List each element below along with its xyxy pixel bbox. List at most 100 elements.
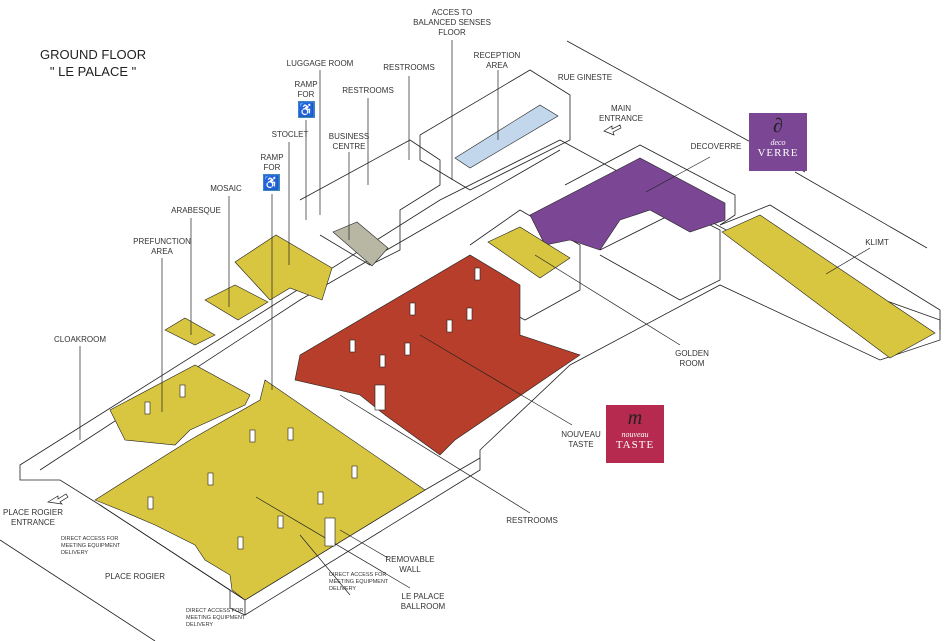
label-ramp-2: RAMP FOR <box>260 153 283 173</box>
label-line: DIRECT ACCESS FOR <box>61 536 119 542</box>
logo-signature: m <box>627 407 643 429</box>
room-nouveau-taste <box>294 254 581 456</box>
label-place-rogier-entrance: PLACE ROGIER ENTRANCE <box>3 508 63 528</box>
label-line: DIRECT ACCESS FOR <box>186 608 244 614</box>
label-place-rogier: PLACE ROGIER <box>104 572 166 581</box>
pillar <box>446 319 453 333</box>
pillar <box>466 307 473 321</box>
label-direct-access-1: DIRECT ACCESS FOR MEETING EQUIPMENT DELI… <box>61 536 120 557</box>
room-klimt <box>721 214 936 359</box>
label-rue-gineste: RUE GINESTE <box>557 73 613 82</box>
label-golden-room: GOLDEN ROOM <box>675 349 709 369</box>
label-acces-balanced-senses: ACCES TO BALANCED SENSES FLOOR <box>413 8 491 38</box>
leader-removable <box>299 534 351 596</box>
label-line: FOR <box>297 90 315 99</box>
removable-wall <box>324 517 336 547</box>
label-line: DIRECT ACCESS FOR <box>329 572 387 578</box>
logo-line: nouveau <box>621 430 649 439</box>
leader-restrooms-bottom <box>339 394 531 514</box>
deco-verre-logo: ∂ deco VERRE <box>749 113 807 171</box>
logo-line: VERRE <box>757 147 799 159</box>
label-prefunction-area: PREFUNCTION AREA <box>133 237 191 257</box>
room-golden-room <box>487 226 571 279</box>
label-klimt: KLIMT <box>865 238 889 247</box>
label-line: FLOOR <box>438 28 466 37</box>
label-line: DELIVERY <box>329 586 357 592</box>
wall-reception <box>419 69 571 191</box>
label-line: REMOVABLE <box>385 555 435 564</box>
room-mosaic <box>204 284 269 321</box>
room-arabesque <box>164 317 216 346</box>
pillar <box>409 302 416 316</box>
label-direct-access-3: DIRECT ACCESS FOR MEETING EQUIPMENT DELI… <box>329 572 388 593</box>
wheelchair-icon: ♿ <box>263 174 280 191</box>
leader-klimt <box>825 247 871 275</box>
wheelchair-icon: ♿ <box>298 101 315 118</box>
wall-segment <box>374 384 386 411</box>
nouveau-taste-logo: m nouveau TASTE <box>606 405 664 463</box>
pillar <box>179 384 186 398</box>
label-line: BUSINESS <box>328 132 370 141</box>
label-stoclet: STOCLET <box>271 130 309 139</box>
label-line: MAIN <box>610 104 631 113</box>
label-line: TASTE <box>568 440 594 449</box>
label-line: BALANCED SENSES <box>413 18 491 27</box>
room-prefunction-area <box>109 364 251 446</box>
label-line: MEETING EQUIPMENT <box>61 543 121 549</box>
title-line1: GROUND FLOOR <box>40 47 147 62</box>
pillar <box>474 267 481 281</box>
street-line-place-rogier <box>0 539 156 641</box>
page-title: GROUND FLOOR " LE PALACE " <box>40 46 146 80</box>
label-line: MEETING EQUIPMENT <box>186 615 246 621</box>
label-line: WALL <box>399 565 421 574</box>
pillar <box>207 472 214 486</box>
room-stoclet <box>234 234 333 301</box>
leader-nouveau <box>419 334 573 426</box>
label-line: RAMP <box>260 153 284 162</box>
label-line: ROOM <box>679 359 705 368</box>
logo-signature: ∂ <box>773 115 783 137</box>
room-le-palace-ballroom <box>94 379 426 601</box>
label-arabesque: ARABESQUE <box>171 206 221 215</box>
pillar <box>147 496 154 510</box>
label-line: CENTRE <box>332 142 366 151</box>
logo-line: deco <box>770 138 786 147</box>
label-main-entrance: MAIN ENTRANCE <box>599 104 643 124</box>
label-nouveau-taste: NOUVEAU TASTE <box>561 430 601 450</box>
label-line: PREFUNCTION <box>133 237 191 246</box>
label-cloakroom: CLOAKROOM <box>53 335 107 344</box>
label-mosaic: MOSAIC <box>210 184 242 193</box>
room-reception-area <box>454 104 559 169</box>
arrow-icon <box>46 493 69 505</box>
label-line: PLACE ROGIER <box>2 508 64 517</box>
pillar <box>379 354 386 368</box>
pillar <box>317 491 324 505</box>
label-restrooms-2: RESTROOMS <box>342 86 394 95</box>
label-line: BALLROOM <box>400 602 446 611</box>
leader-removable-2 <box>339 529 389 559</box>
label-restrooms-top: RESTROOMS <box>383 63 435 72</box>
label-line: LE PALACE <box>401 592 445 601</box>
label-direct-access-2: DIRECT ACCESS FOR MEETING EQUIPMENT DELI… <box>186 608 245 629</box>
label-line: RAMP <box>294 80 318 89</box>
label-decoverre: DECOVERRE <box>690 142 742 151</box>
label-reception-area: RECEPTION AREA <box>474 51 521 71</box>
label-line: FOR <box>263 163 281 172</box>
label-line: ACCES TO <box>431 8 473 17</box>
label-line: GOLDEN <box>675 349 709 358</box>
label-business-centre: BUSINESS CENTRE <box>329 132 369 152</box>
label-le-palace-ballroom: LE PALACE BALLROOM <box>401 592 445 612</box>
pillar <box>351 465 358 479</box>
pillar <box>237 536 244 550</box>
label-line: AREA <box>151 247 173 256</box>
pillar <box>277 515 284 529</box>
arrow-icon <box>603 124 622 136</box>
pillar <box>287 427 294 441</box>
logo-line: TASTE <box>615 439 655 451</box>
label-line: DELIVERY <box>61 550 89 556</box>
label-ramp-1: RAMP FOR <box>294 80 317 100</box>
pillar <box>144 401 151 415</box>
label-line: ENTRANCE <box>598 114 644 123</box>
label-line: RECEPTION <box>473 51 521 60</box>
